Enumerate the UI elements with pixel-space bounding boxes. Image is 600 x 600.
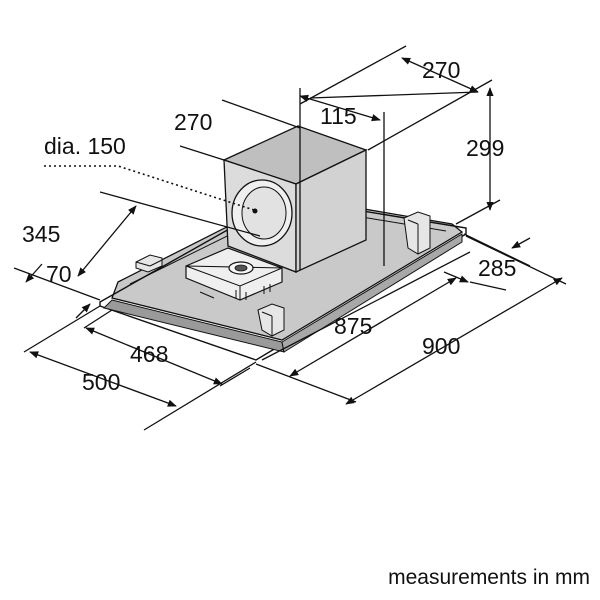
units-caption: measurements in mm (388, 566, 590, 589)
dim-285: 285 (478, 255, 516, 281)
mounting-clip-back (403, 211, 431, 255)
dim-115-offset: 115 (320, 103, 357, 129)
dim-dia-150: dia. 150 (44, 133, 126, 159)
dim-500: 500 (82, 369, 120, 395)
mounting-clip-left (135, 254, 163, 273)
dim-468: 468 (130, 341, 168, 367)
dim-900: 900 (422, 333, 460, 359)
dim-70: 70 (46, 261, 72, 287)
motor-unit (185, 247, 283, 301)
dim-345: 345 (22, 221, 60, 247)
dim-875: 875 (334, 313, 372, 339)
diameter-leader (44, 165, 255, 211)
dim-270-box-width: 270 (174, 109, 212, 135)
box-side (295, 148, 367, 274)
duct-connector-box (222, 125, 368, 274)
dimension-lines (13, 45, 567, 431)
dim-299-height: 299 (466, 135, 504, 161)
dim-270-box-depth: 270 (422, 57, 460, 83)
mounting-clip-front (257, 303, 285, 337)
